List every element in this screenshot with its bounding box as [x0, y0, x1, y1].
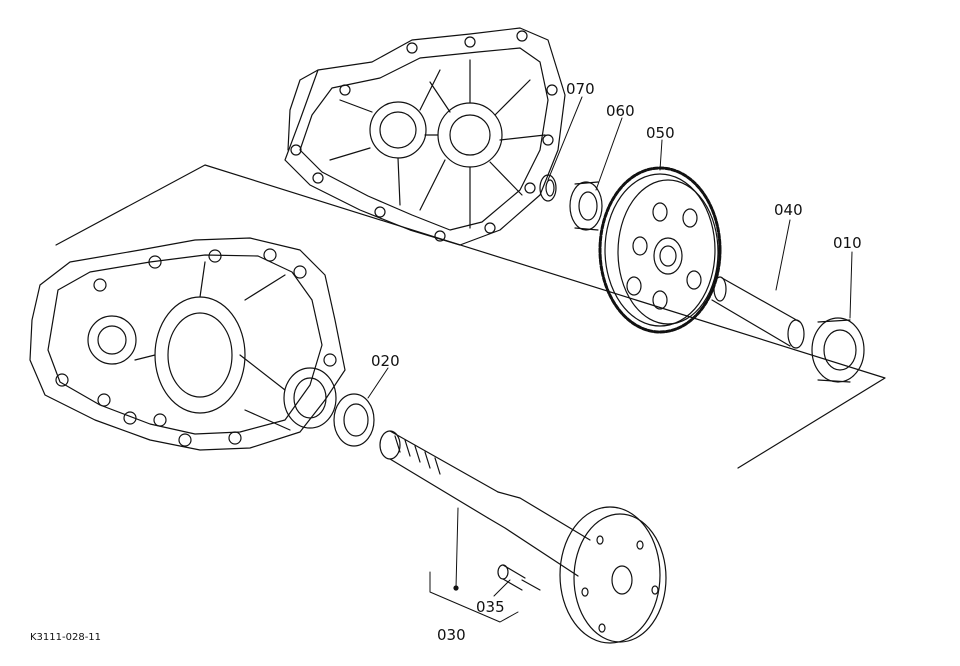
shaft-reference-dot: [453, 585, 459, 591]
part-050-spur-gear: [598, 166, 722, 334]
callout-040: 040: [774, 201, 803, 219]
callout-020: 020: [371, 352, 400, 370]
callout-035: 035: [476, 598, 505, 616]
part-030-axle-shaft: [379, 430, 667, 644]
part-070-snap-ring: [539, 174, 557, 202]
callout-030: 030: [437, 626, 466, 644]
part-035-hub-bolt: [497, 564, 541, 591]
drawing-code: K3111-028-11: [30, 632, 101, 643]
callout-010: 010: [833, 234, 862, 252]
part-040-collar: [711, 276, 805, 349]
leader-lines: [367, 96, 853, 623]
callout-060: 060: [606, 102, 635, 120]
callout-050: 050: [646, 124, 675, 142]
part-010-ball-bearing: [811, 317, 865, 383]
part-020-oil-seal: [333, 393, 375, 447]
part-060-ball-bearing: [569, 181, 603, 231]
callout-070: 070: [566, 80, 595, 98]
upper-case-housing: [284, 27, 566, 246]
assembly-boundary-line: [55, 164, 886, 469]
lower-case-housing: [29, 237, 346, 451]
